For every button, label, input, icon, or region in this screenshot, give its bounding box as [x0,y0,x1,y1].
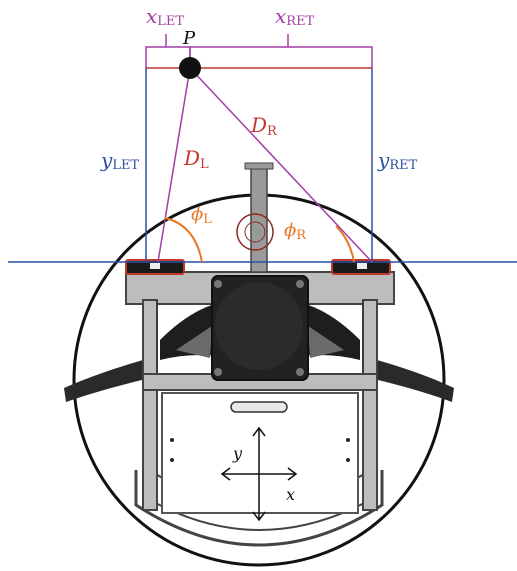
x-ret-bracket [189,34,373,68]
axis-y-label: y [232,444,243,463]
y-let-label: yLET [100,148,139,173]
point-p [179,57,201,79]
point-p-label: P [182,28,196,49]
mast [250,167,268,273]
d-l-line [157,67,191,263]
d-r-line [189,67,373,263]
d-l-label: DL [183,146,209,172]
lower-tray-rim [134,470,384,547]
right-wheel-band [370,358,454,402]
right-upright [362,299,378,511]
connector [230,401,288,413]
xy-axes [220,426,298,522]
left-upright [142,299,158,511]
chassis-plate [161,392,359,514]
d-r-label: DR [250,113,278,139]
phi-l-label: ϕL [191,204,212,227]
phi-l-arc [164,217,203,263]
y-ret-label: yRET [377,148,418,173]
axis-x-label: x [286,485,295,504]
phi-r-arc [335,225,355,263]
x-let-label: xLET [146,4,184,29]
x-ret-label: xRET [275,4,315,29]
left-wheel-band [64,358,150,402]
beacon-ring [236,213,274,251]
phi-r-label: ϕR [284,220,307,243]
